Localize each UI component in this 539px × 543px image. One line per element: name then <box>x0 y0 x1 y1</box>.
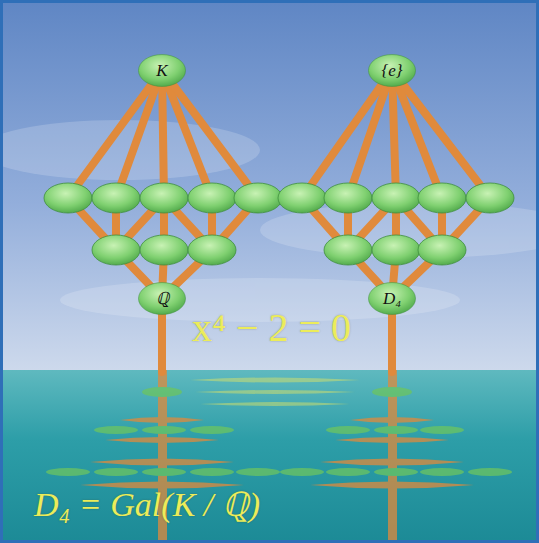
galois-group-label: D₄ = Gal(K / ℚ) <box>34 488 260 522</box>
field-ellipse: K <box>138 54 186 87</box>
node-label: {e} <box>381 62 402 79</box>
node-label: D₄ <box>383 290 401 307</box>
field-ellipse: D₄ <box>368 282 416 315</box>
node-label: K <box>156 62 167 79</box>
equation-label: x⁴ − 2 = 0 <box>192 308 351 348</box>
node-label: ℚ <box>156 290 169 307</box>
field-ellipse: ℚ <box>138 282 186 315</box>
field-ellipse: {e} <box>368 54 416 87</box>
